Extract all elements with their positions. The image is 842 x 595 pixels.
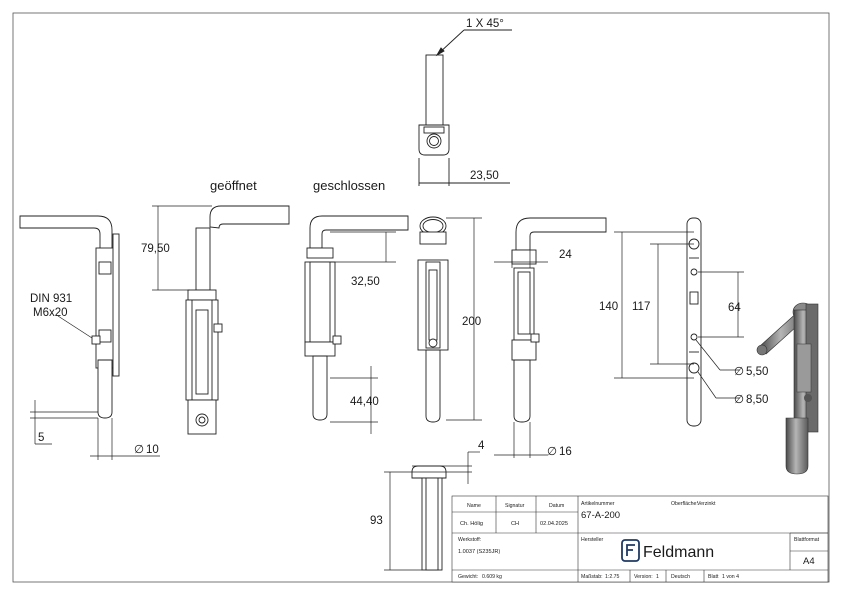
outer-hole-spacing-dimension: 140	[599, 301, 618, 313]
large-hole-dimension: 8,50	[746, 394, 768, 406]
side-view-right-dims	[494, 250, 548, 458]
tb-header-article: Artikelnummer	[581, 501, 615, 507]
front-view-dims	[446, 217, 482, 421]
tb-header-manufacturer: Hersteller	[581, 537, 603, 543]
chamfer-dimension: 1 X 45°	[466, 18, 504, 30]
tb-header-scale: Maßstab:	[581, 574, 603, 580]
top-view	[418, 29, 512, 186]
title-block	[451, 495, 829, 583]
inner-hole-spacing-dimension: 117	[632, 301, 650, 313]
closed-view-dims	[330, 231, 396, 434]
back-plate-dims	[614, 231, 744, 399]
tb-header-material: Werkstoff:	[458, 537, 481, 543]
back-plate-view	[686, 217, 702, 427]
tb-header-sheet: Blatt	[708, 574, 719, 580]
small-hole-dimension: 5,50	[746, 366, 768, 378]
tb-header-name: Name	[467, 503, 481, 509]
iso-3d-view	[756, 302, 819, 475]
top-width-dimension: 23,50	[470, 170, 499, 182]
body-dia-dimension: 16	[559, 446, 572, 458]
total-height-dimension: 200	[462, 316, 481, 328]
pin-dia-symbol: ∅	[134, 444, 144, 456]
large-hole-symbol: ∅	[734, 394, 744, 406]
feldmann-logo-text: Feldmann	[643, 544, 714, 561]
side-width-dimension: 24	[559, 249, 572, 261]
feldmann-logo: Feldmann	[621, 539, 714, 562]
open-view-dims	[152, 205, 212, 291]
pin-dia-dimension: 10	[146, 444, 159, 456]
tip-length-dimension: 5	[38, 432, 44, 444]
tb-sheet-format-value: A4	[803, 556, 815, 567]
tb-article-value: 67-A-200	[581, 510, 620, 521]
bottom-offset-dimension: 4	[478, 440, 485, 452]
open-height-dimension: 79,50	[141, 243, 170, 255]
tb-language-value: Deutsch	[671, 574, 690, 580]
tb-signature-value: CH	[511, 521, 519, 527]
open-view	[185, 205, 290, 435]
bottom-view-dims	[384, 451, 480, 571]
side-view-right	[511, 217, 607, 423]
closed-bottom-dimension: 44,40	[350, 396, 379, 408]
body-dia-symbol: ∅	[547, 446, 557, 458]
small-hole-symbol: ∅	[734, 366, 744, 378]
tb-version-value: 1	[656, 574, 659, 580]
tb-material-value: 1.0037 (S235JR)	[458, 549, 500, 555]
handle-spacing-dimension: 64	[728, 302, 741, 314]
closed-view	[304, 215, 409, 421]
tb-sheet-value: 1 von 4	[722, 574, 739, 580]
open-view-label: geöffnet	[210, 178, 257, 193]
tb-header-surface: Oberfläche:	[671, 501, 698, 507]
front-view	[417, 216, 449, 423]
din-label: DIN 931	[30, 293, 72, 305]
tb-header-date: Datum	[549, 503, 564, 509]
closed-view-label: geschlossen	[313, 178, 385, 193]
bottom-view	[411, 465, 447, 571]
tb-header-signature: Signatur	[505, 503, 525, 509]
tb-header-version: Version:	[634, 574, 653, 580]
tb-weight-value: 0.609 kg	[482, 574, 502, 580]
bottom-height-dimension: 93	[370, 515, 383, 527]
tb-date-value: 02.04.2025	[540, 521, 568, 527]
tb-scale-value: 1:2.75	[605, 574, 620, 580]
screw-label: M6x20	[33, 307, 68, 319]
side-view-left-dims	[30, 315, 160, 460]
tb-name-value: Ch. Hölig	[460, 521, 483, 527]
tb-surface-value: Verzinkt	[697, 501, 716, 507]
sheet-frame	[12, 12, 830, 583]
side-view-left	[19, 215, 120, 419]
tb-header-sheet-format: Blattformat	[794, 537, 820, 543]
closed-offset-dimension: 32,50	[351, 276, 380, 288]
tb-header-weight: Gewicht:	[458, 574, 478, 580]
